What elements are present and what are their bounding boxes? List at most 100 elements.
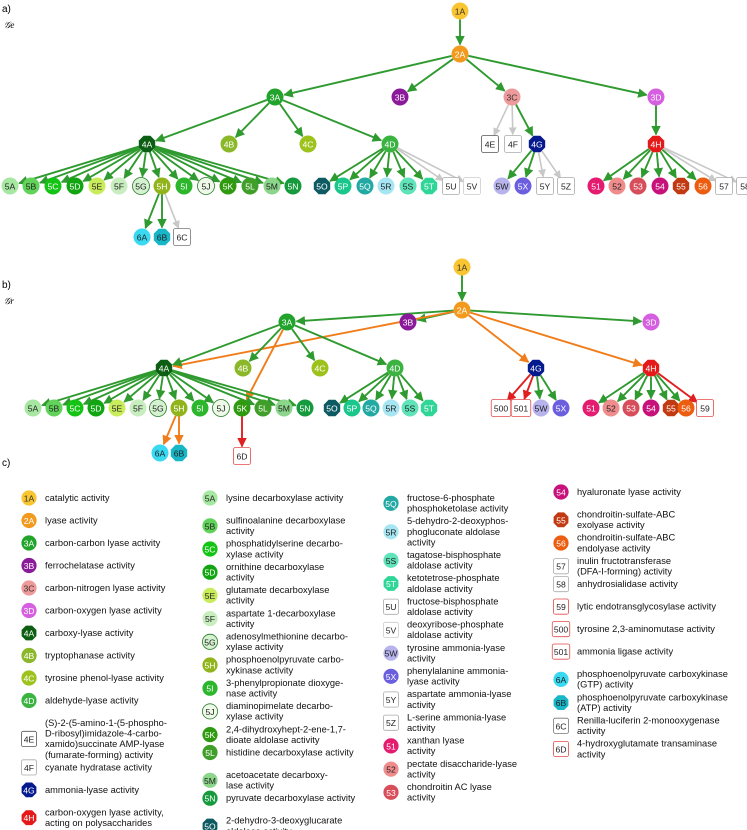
panel-a-node-6c: 6C [173, 228, 191, 246]
panel-a-node-6c-box [173, 228, 191, 246]
legend-node-5n-circle [202, 790, 218, 806]
panel-a-node-5j-circle [197, 177, 215, 195]
legend-item-5h-line-2: xykinase activity [226, 665, 294, 675]
panel-b-node-54-label: 54 [646, 404, 656, 414]
panel-a-node-4c-label: 4C [303, 140, 314, 150]
legend-node-5j-circle [201, 703, 218, 720]
legend-node-3b-circle [21, 557, 37, 574]
panel-a-edge-4d-to-5u [396, 148, 444, 182]
legend-node-5x-label: 5X [386, 672, 397, 682]
legend-node-4e-label: 4E [24, 734, 35, 744]
legend-item-501-text: ammonia ligase activity [577, 647, 673, 657]
legend-node-59: 59 [553, 598, 570, 615]
legend-item-58-line-1: anhydrosialidase activity [577, 579, 678, 589]
panel-b-node-5h-label: 5H [174, 404, 185, 414]
legend-node-6c-box [553, 717, 570, 734]
legend-node-1a-circle [21, 490, 37, 506]
panel-b-node-6d-label: 6D [237, 452, 248, 462]
legend-item-5u-line-2: aldolase activity [407, 607, 473, 617]
legend-node-5m: 5M [202, 772, 218, 788]
legend-node-5q: 5Q [383, 495, 399, 511]
panel-a-node-4e-label: 4E [485, 140, 496, 150]
legend-node-5w-label: 5W [385, 649, 399, 659]
panel-b-edge-4a-to-5h [166, 375, 178, 400]
legend-node-3b: 3B [21, 557, 37, 574]
panel-a-node-5p-circle [334, 177, 352, 195]
panel-a-edge-4h-to-52 [622, 149, 651, 180]
legend-item-4f-text: cyanate hydratase activity [45, 762, 152, 772]
panel-a-node-4a-label: 4A [142, 140, 153, 150]
legend-node-5s: 5S [383, 552, 399, 568]
panel-a-node-5m-circle [263, 177, 281, 195]
legend-item-52-line-2: activity [407, 769, 436, 779]
legend-item-2a-text: lyase activity [45, 516, 98, 526]
legend-item-4h-text: carbon-oxygen lyase activity,acting on p… [45, 807, 164, 828]
panel-b-node-52-label: 52 [606, 404, 616, 414]
legend-item-57-text: inulin fructotransferase(DFA-I-forming) … [577, 556, 672, 577]
panel-b-node-5p-circle [343, 399, 361, 417]
legend-node-5c-label: 5C [205, 545, 216, 555]
legend-item-6d-line-2: activity [577, 749, 606, 759]
panel-a-node-5d-label: 5D [70, 182, 81, 192]
panel-a-edge-4a-to-5c [60, 146, 140, 183]
legend-node-4g: 4G [21, 782, 37, 798]
panel-a-node-57: 57 [715, 177, 733, 195]
panel-b-node-5h-circle [170, 399, 188, 417]
legend-node-5d: 5D [202, 564, 218, 580]
panel-b-node-3d: 3D [642, 313, 660, 331]
panel-b-node-5k-label: 5K [237, 404, 248, 414]
panel-a-node-53-circle [629, 177, 647, 195]
panel-a-node-5t-label: 5T [424, 182, 435, 192]
legend-node-5g-label: 5G [204, 637, 216, 647]
panel-b-edge-4d-to-5q [375, 374, 392, 401]
legend-node-4g-octagon [21, 782, 37, 798]
panel-b-node-3b-circle [399, 313, 417, 331]
panel-b-node-4a: 4A [155, 359, 173, 377]
legend-node-5r-circle [383, 524, 399, 540]
panel-b-edge-4d-to-5r [388, 376, 398, 400]
panel-b-edge-4g-to-5x [539, 374, 557, 401]
legend-item-5m-line-1: acetoacetate decarboxy- [226, 770, 328, 780]
panel-a-node-52-label: 52 [612, 182, 622, 192]
panel-a-node-4g-label: 4G [531, 140, 543, 150]
panel-a-node-4b-label: 4B [224, 140, 235, 150]
legend-item-4b-line-1: tryptophanase activity [45, 651, 135, 661]
legend-node-5u-box [382, 598, 399, 615]
legend-item-3d-line-1: carbon-oxygen lyase activity [45, 606, 162, 616]
panel-b-edge-4d-to-5t [399, 373, 424, 402]
legend-node-5f-circle [202, 611, 218, 627]
legend-node-5y-box [382, 691, 399, 708]
legend-item-54-line-1: hyaluronate lyase activity [577, 487, 681, 497]
panel-a-node-5x: 5X [514, 177, 532, 195]
legend-node-56-circle [553, 535, 569, 551]
panel-a-edge-3c-to-4g [515, 104, 534, 137]
panel-b-node-4d-circle [386, 359, 404, 377]
panel-a-node-5t: 5T [420, 177, 438, 195]
legend-item-4d-text: aldehyde-lyase activity [45, 696, 139, 706]
legend-node-5i: 5I [202, 680, 218, 696]
panel-a-edge-4h-to-54 [653, 152, 664, 178]
panel-a-node-5o-octagon [313, 177, 331, 195]
panel-b-node-5b-circle [45, 399, 63, 417]
panel-b-node-5r: 5R [382, 399, 400, 417]
legend-node-500-label: 500 [554, 625, 569, 635]
legend-node-6b: 6B [553, 695, 569, 710]
legend-node-4d-circle [21, 692, 37, 709]
panel-a-node-4h-label: 4H [651, 140, 662, 150]
legend-item-5k-line-2: dioate aldolase activity [226, 735, 320, 745]
panel-a-edge-4a-to-5d [82, 147, 141, 183]
panel-b-node-6a-label: 6A [155, 449, 166, 459]
legend-item-4h-line-2: acting on polysaccharides [45, 818, 152, 828]
panel-b-node-59: 59 [696, 399, 714, 417]
